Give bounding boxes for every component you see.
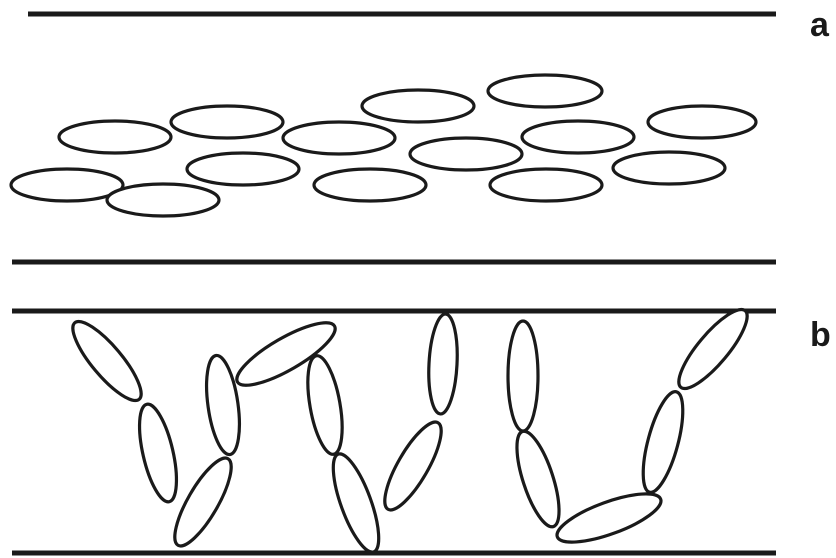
planar-molecule (648, 106, 756, 138)
planar-molecule (187, 153, 299, 185)
tilted-molecule (635, 388, 691, 496)
panel-b: b (12, 301, 831, 557)
panel-b-label: b (810, 316, 831, 354)
tilted-molecule (201, 353, 245, 456)
panel-a-label: a (810, 6, 830, 44)
tilted-molecule (63, 313, 150, 409)
tilted-molecule (132, 401, 184, 505)
tilted-molecule (508, 427, 567, 531)
tilted-molecule (324, 449, 388, 557)
tilted-molecule (302, 353, 349, 457)
tilted-molecule (552, 484, 666, 552)
planar-molecule (11, 169, 123, 201)
panel-a-molecules (11, 75, 756, 216)
tilted-molecule (669, 301, 756, 397)
planar-molecule (522, 121, 634, 153)
planar-molecule (362, 90, 474, 122)
planar-molecule (410, 138, 522, 170)
panel-b-molecules (63, 301, 756, 557)
planar-molecule (490, 169, 602, 201)
tilted-molecule (375, 415, 451, 517)
panel-a: a (11, 6, 830, 262)
planar-molecule (171, 106, 283, 138)
planar-molecule (314, 169, 426, 201)
tilted-molecule (508, 321, 538, 431)
planar-molecule (283, 122, 395, 154)
planar-molecule (107, 184, 219, 216)
tilted-molecule (426, 313, 459, 414)
planar-molecule (488, 75, 602, 107)
planar-molecule (59, 121, 171, 153)
planar-molecule (613, 152, 725, 184)
